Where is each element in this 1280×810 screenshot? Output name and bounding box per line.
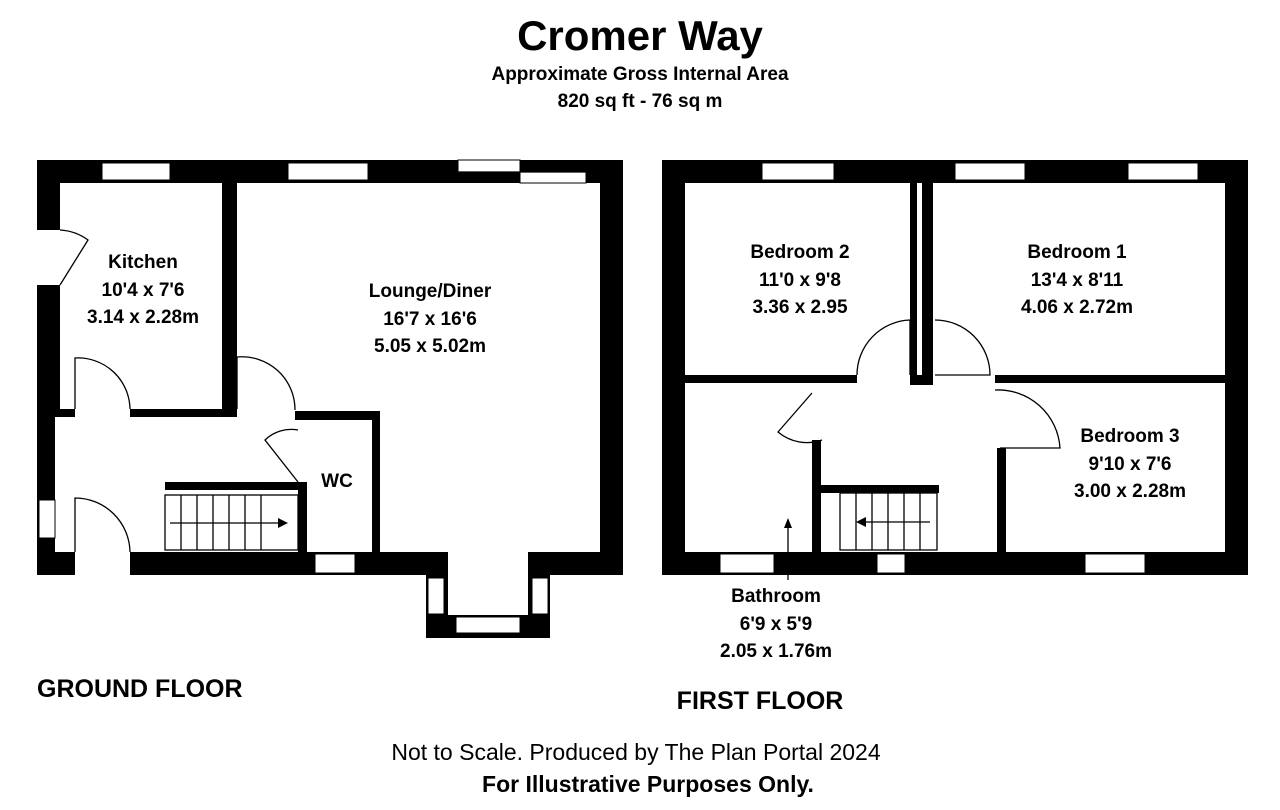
gf-kitchen-window <box>101 162 171 181</box>
wc-name: WC <box>321 471 353 492</box>
first-floor-plan: Bedroom 2 11'0 x 9'8 3.36 x 2.95 Bedroom… <box>662 160 1248 662</box>
ff-bed1-window-2 <box>1127 162 1199 181</box>
gf-stairs-top-wall <box>165 482 307 490</box>
gf-hall-side-window <box>38 499 56 539</box>
gf-wc-right-wall <box>372 411 380 552</box>
kitchen-imperial: 10'4 x 7'6 <box>102 280 185 301</box>
lounge-imperial: 16'7 x 16'6 <box>383 309 477 330</box>
lounge-name: Lounge/Diner <box>369 281 492 302</box>
bedroom3-imperial: 9'10 x 7'6 <box>1089 454 1172 475</box>
bedroom3-name: Bedroom 3 <box>1080 426 1179 447</box>
gf-wc-top-wall <box>295 411 380 420</box>
gf-bottom-wall-right <box>530 552 623 575</box>
ff-bed2-bed1-wall <box>910 183 917 385</box>
bathroom-name: Bathroom <box>731 586 821 607</box>
ground-floor-plan: Kitchen 10'4 x 7'6 3.14 x 2.28m Lounge/D… <box>37 159 623 638</box>
ff-landing-window <box>876 553 906 574</box>
gf-bay-side-window-right <box>531 577 549 615</box>
gf-wc-window <box>314 553 356 574</box>
plan-area: 820 sq ft - 76 sq m <box>558 91 723 112</box>
footer-disclaimer: For Illustrative Purposes Only. <box>482 771 814 797</box>
ff-stairs <box>839 492 938 551</box>
bedroom1-name: Bedroom 1 <box>1027 242 1127 263</box>
gf-front-door <box>74 497 131 553</box>
ff-bed1-door <box>934 319 991 376</box>
gf-kitchen-external-door <box>59 229 89 286</box>
gf-left-wall-lower <box>37 415 55 575</box>
ff-left-wall <box>662 160 685 575</box>
bedroom1-imperial: 13'4 x 8'11 <box>1031 270 1124 291</box>
ff-bed1-bottom-wall <box>995 375 1225 383</box>
footer-note: Not to Scale. Produced by The Plan Porta… <box>391 739 880 765</box>
gf-left-wall-upper <box>37 160 60 230</box>
ff-stairs-top-wall <box>821 485 939 493</box>
bedroom2-metric: 3.36 x 2.95 <box>752 297 848 318</box>
gf-bottom-wall-mid <box>130 552 442 575</box>
ff-bathroom-right-wall <box>812 440 821 552</box>
bedroom2-imperial: 11'0 x 9'8 <box>759 270 841 291</box>
bedroom3-metric: 3.00 x 2.28m <box>1074 481 1186 502</box>
ff-right-wall <box>1225 160 1248 575</box>
bedroom1-metric: 4.06 x 2.72m <box>1021 297 1133 318</box>
gf-lounge-door <box>236 356 296 411</box>
plan-subtitle: Approximate Gross Internal Area <box>491 64 788 85</box>
ground-floor-label: GROUND FLOOR <box>37 675 243 703</box>
gf-right-wall <box>600 160 623 575</box>
gf-kitchen-door <box>74 357 131 410</box>
gf-stairs <box>164 494 299 551</box>
bathroom-metric: 2.05 x 1.76m <box>720 641 832 662</box>
gf-kitchen-bottom-wall-left <box>55 409 75 417</box>
bedroom2-name: Bedroom 2 <box>750 242 849 263</box>
gf-wc-door <box>264 428 299 483</box>
gf-wc-left-wall <box>298 482 307 552</box>
kitchen-name: Kitchen <box>108 252 178 273</box>
gf-patio-door-2 <box>519 171 587 184</box>
gf-patio-door-1 <box>457 159 521 173</box>
bathroom-imperial: 6'9 x 5'9 <box>740 614 812 635</box>
gf-kitchen-lounge-wall-2 <box>230 183 237 413</box>
bathroom-pointer-arrow <box>784 518 792 528</box>
ff-landing-wall-stub <box>912 375 933 385</box>
ff-bed2-window <box>761 162 835 181</box>
ff-bed3-left-wall <box>997 448 1006 552</box>
gf-left-wall-mid <box>37 285 60 415</box>
gf-bay-window <box>455 616 521 634</box>
lounge-metric: 5.05 x 5.02m <box>374 336 486 357</box>
gf-kitchen-lounge-wall <box>222 183 230 413</box>
gf-lounge-window <box>287 162 369 181</box>
ff-bed1-window-1 <box>954 162 1026 181</box>
ff-bed2-bottom-wall <box>685 375 857 383</box>
ff-bed3-window <box>1084 553 1146 574</box>
first-floor-label: FIRST FLOOR <box>677 687 844 715</box>
ff-bed3-door <box>994 389 1061 449</box>
gf-bottom-wall-left <box>37 552 75 575</box>
ff-bathroom-door <box>777 392 823 444</box>
gf-bay-side-window-left <box>427 577 445 615</box>
ff-bed2-door <box>856 319 911 376</box>
plan-title: Cromer Way <box>517 12 763 59</box>
ff-bathroom-window <box>719 553 775 574</box>
ff-bed2-bed1-wall-2 <box>922 183 933 385</box>
gf-kitchen-bottom-wall <box>130 409 237 417</box>
kitchen-metric: 3.14 x 2.28m <box>87 307 199 328</box>
